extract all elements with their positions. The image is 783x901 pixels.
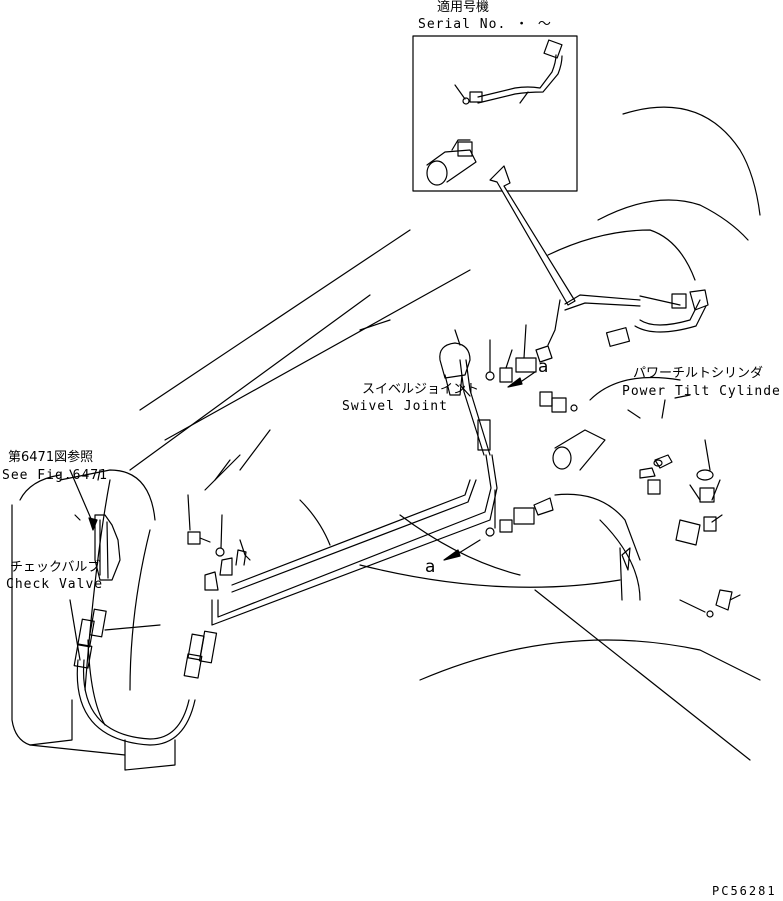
fittings: [73, 289, 741, 679]
tilt-cylinder-label-jp: パワーチルトシリンダ: [633, 366, 764, 381]
fig-ref-label-en: See Fig.6471: [2, 468, 108, 483]
check-valve-label-jp: チェックバルブ: [10, 560, 101, 575]
inset-arrow: [489, 165, 576, 306]
pipe-main-1: [211, 454, 498, 626]
fig-ref-label-jp: 第6471図参照: [8, 450, 94, 465]
view-arrows: [443, 371, 536, 561]
drawing-id: PC56281: [712, 884, 777, 898]
view-a-label-lower: a: [425, 557, 437, 577]
tilt-cylinder-label-en: Power Tilt Cylinder: [622, 384, 783, 399]
machine-body: [11, 106, 761, 771]
swivel-joint-label-jp: スイベルジョイント: [362, 382, 480, 397]
inset-title-en: Serial No. ・ ～: [418, 17, 552, 32]
hoses: [76, 639, 196, 746]
hose-1: [76, 659, 196, 746]
check-valve: [94, 514, 121, 581]
check-valve-label-en: Check Valve: [6, 577, 104, 592]
inset-frame: [412, 35, 578, 192]
inset-nut: [469, 91, 483, 103]
serial-inset: [412, 35, 578, 192]
inset-pipe: [477, 54, 557, 98]
inset-elbow: [543, 39, 563, 59]
swivel-joint-label-en: Swivel Joint: [342, 399, 448, 414]
leaders: [69, 384, 471, 531]
inset-title-jp: 適用号機: [437, 0, 490, 15]
hydraulic-pipes: [211, 294, 707, 626]
swivel-joint: [439, 342, 471, 379]
view-a-label-upper: a: [538, 357, 550, 377]
inset-swivel: [426, 160, 448, 186]
